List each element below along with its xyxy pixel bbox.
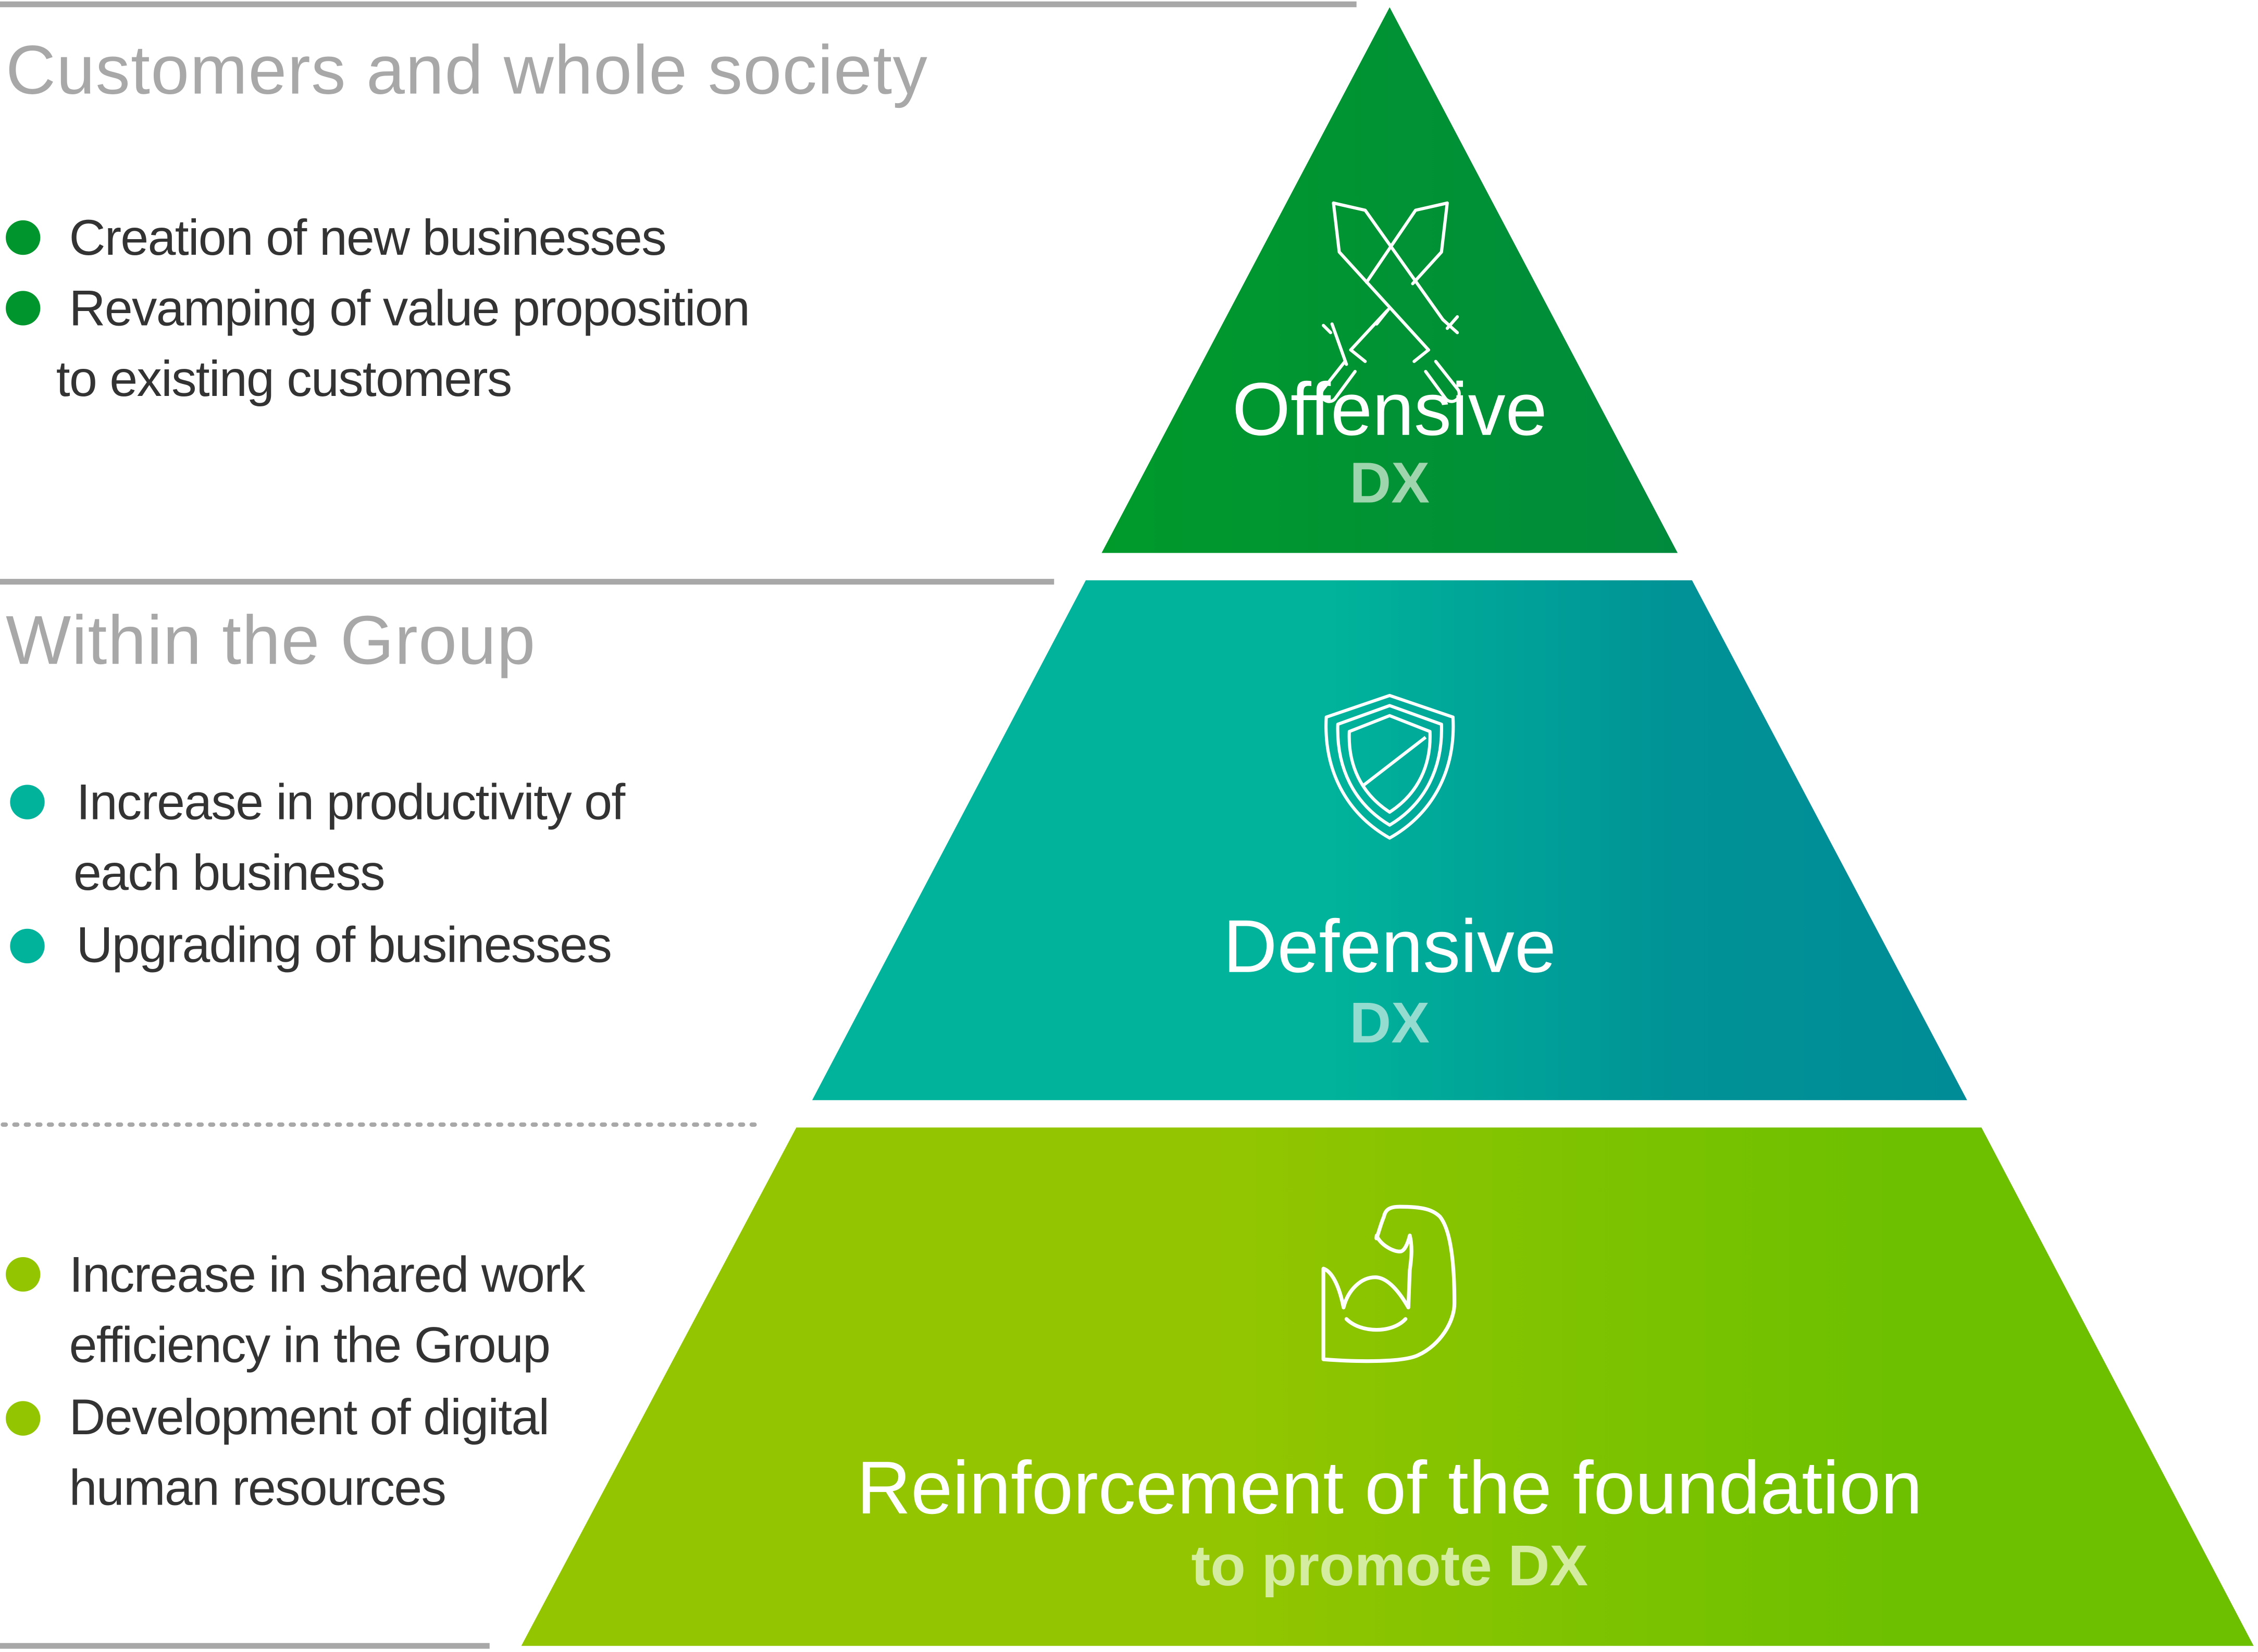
bullet-dot: [6, 220, 41, 255]
crossed-swords-icon: [1320, 201, 1461, 403]
tier-title-foundation: Reinforcement of the foundation: [857, 1447, 1922, 1531]
bullet-text: Creation of new businesses: [69, 210, 667, 267]
bullet-text: Increase in shared work: [69, 1247, 586, 1303]
tier-title-offensive: Offensive: [1232, 368, 1547, 452]
bullet-dot: [10, 785, 45, 819]
flexed-arm-icon: [1321, 1204, 1457, 1363]
bullet-text: Upgrading of businesses: [76, 917, 612, 974]
pyramid-tier-foundation: [521, 1127, 2254, 1646]
bullet-text: human resources: [69, 1460, 446, 1517]
pyramid-tier-defensive: [812, 580, 1967, 1100]
bullet-text: to existing customers: [56, 351, 512, 408]
bullet-dot: [6, 291, 41, 326]
bullet-text: efficiency in the Group: [69, 1318, 551, 1374]
tier-subtitle-defensive: DX: [1349, 992, 1430, 1056]
tier-title-defensive: Defensive: [1223, 905, 1556, 989]
bullet-dot: [10, 928, 45, 964]
tier-subtitle-offensive: DX: [1349, 452, 1430, 516]
bullet-dot: [6, 1401, 41, 1436]
section-heading-customers: Customers and whole society: [6, 33, 928, 110]
bullet-dot: [6, 1257, 41, 1292]
bullet-text: Development of digital: [69, 1389, 550, 1446]
bullet-text: Increase in productivity of: [76, 775, 625, 831]
pyramid-tier-offensive: [1101, 7, 1678, 553]
shield-icon: [1324, 693, 1455, 840]
bullet-text: each business: [73, 845, 386, 902]
bullet-text: Revamping of value proposition: [69, 280, 750, 337]
tier-subtitle-foundation: to promote DX: [1191, 1535, 1589, 1599]
section-heading-group: Within the Group: [6, 603, 536, 680]
